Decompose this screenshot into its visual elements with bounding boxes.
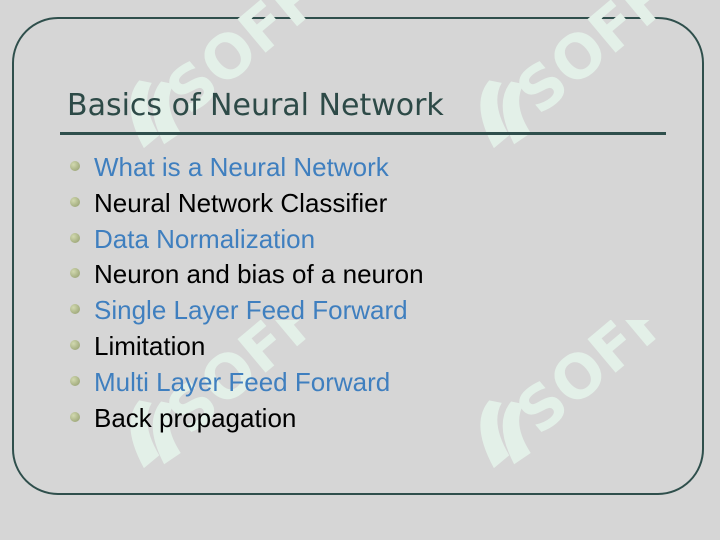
- slide-title: Basics of Neural Network: [67, 88, 444, 123]
- bullet-text: Neural Network Classifier: [94, 187, 388, 218]
- bullet-dot-icon: [70, 375, 80, 386]
- bullet-text: Neuron and bias of a neuron: [94, 259, 424, 290]
- bullet-dot-icon: [70, 161, 80, 171]
- bullet-text: Single Layer Feed Forward: [94, 295, 408, 326]
- bullet-text: Back propagation: [94, 402, 297, 433]
- bullet-text: Limitation: [94, 330, 206, 361]
- bullet-dot-icon: [70, 232, 80, 243]
- bullet-dot-icon: [70, 196, 80, 207]
- bullet-dot-icon: [70, 339, 80, 350]
- bullet-dot-icon: [70, 304, 80, 315]
- bullet-text: What is a Neural Network: [94, 152, 389, 182]
- title-underline: [60, 132, 666, 135]
- bullet-text: Multi Layer Feed Forward: [94, 366, 391, 397]
- bullet-dot-icon: [70, 411, 80, 422]
- slide-frame: [12, 17, 704, 495]
- bullet-dot-icon: [70, 268, 80, 279]
- bullet-text: Data Normalization: [94, 223, 316, 254]
